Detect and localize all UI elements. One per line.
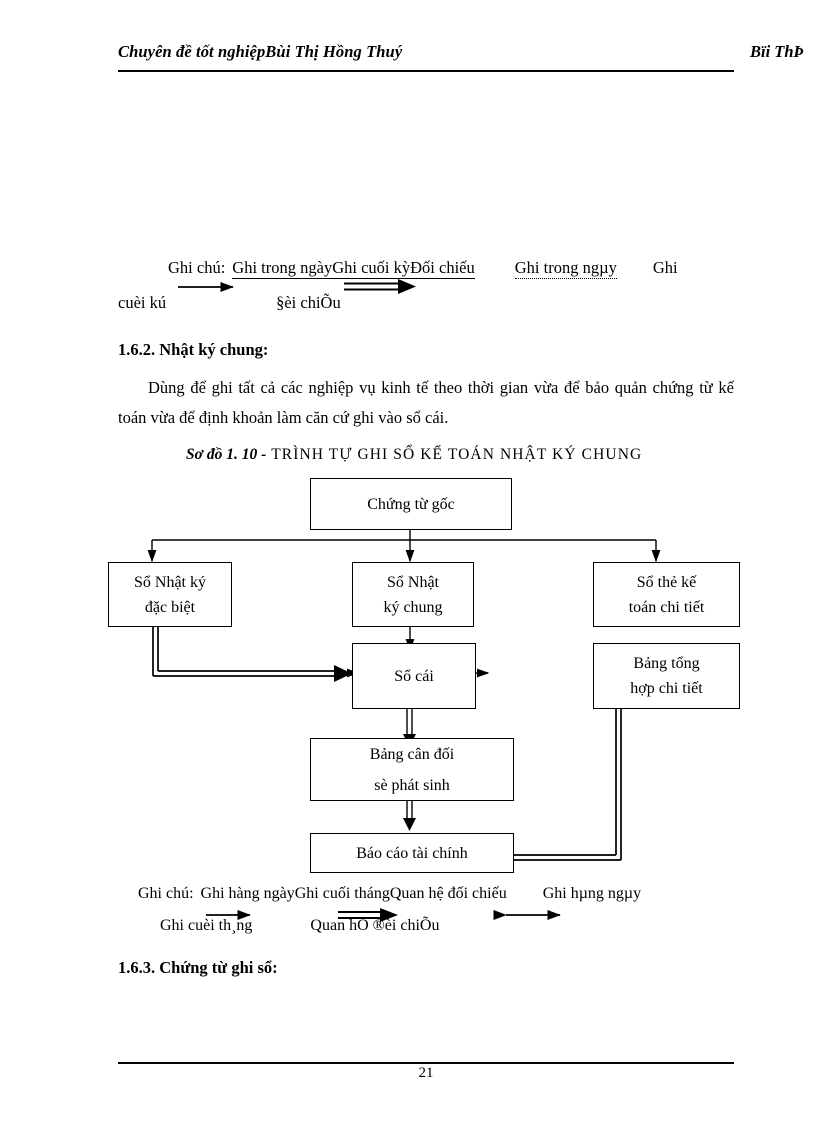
box-bang-can-doi-line1: Bảng cân đối (369, 745, 455, 763)
box-chung-tu-goc-line1: Chứng từ gốc (367, 495, 455, 513)
box-bao-cao-tai-chinh-line1: Báo cáo tài chính (356, 844, 468, 862)
box-bang-tong-hop-chi-tiet[interactable]: Bảng tổng hợp chi tiết (593, 643, 740, 709)
legend-top-line2-b: §èi chiÕu (276, 293, 341, 312)
legend-bottom-line1: Ghi chú: Ghi hàng ngàyGhi cuối thángQuan … (138, 885, 641, 903)
box-so-nhat-ky-dac-biet-line2: đặc biệt (144, 598, 196, 616)
heading-1-6-3: 1.6.3. Chứng từ ghi sổ: (118, 958, 278, 977)
legend-top-item3: Đối chiếu (410, 258, 475, 279)
legend-top-label: Ghi chú: (168, 258, 226, 277)
box-chung-tu-goc[interactable]: Chứng từ gốc (310, 478, 512, 530)
box-so-nhat-ky-chung-line2: ký chung (383, 598, 443, 616)
legend-bottom-line2: Ghi cuèi th¸ng Quan hÖ ®èi chiÕu (160, 917, 439, 935)
box-so-nhat-ky-chung-line1: Sổ Nhật (387, 573, 439, 591)
box-so-nhat-ky-dac-biet-line1: Sổ Nhật ký (134, 573, 206, 591)
box-bang-can-doi[interactable]: Bảng cân đối sè phát sinh (310, 738, 514, 801)
legend-top-line2-a: cuèi kú (118, 293, 167, 312)
legend-bottom-item1: Ghi hàng ngày (200, 885, 295, 902)
legend-bottom-line2-b: Quan hÖ ®èi chiÕu (310, 917, 440, 934)
box-so-cai-line1: Sổ cái (394, 667, 434, 685)
box-so-cai[interactable]: Sổ cái (352, 643, 476, 709)
legend-bottom-item4: Ghi hµng ngµy (542, 885, 642, 902)
legend-top-arrows (178, 279, 416, 294)
heading-1-6-2: 1.6.2. Nhật ký chung: (118, 340, 269, 359)
legend-bottom-arrows (206, 908, 561, 922)
box-so-the-ke-toan-chi-tiet[interactable]: Sổ thẻ kế toán chi tiết (593, 562, 740, 627)
diagram-caption-number: Sơ đồ 1. 10 - (186, 446, 267, 463)
footer-rule (118, 1062, 734, 1064)
legend-bottom-label: Ghi chú: (138, 885, 194, 902)
legend-top-item1: Ghi trong ngày (232, 258, 333, 279)
diagram-caption: Sơ đồ 1. 10 -TRÌNH TỰ GHI SỔ KẾ TOÁN NHẬ… (186, 446, 642, 464)
flowchart-nhat-ky-chung: Chứng từ gốc Sổ Nhật ký đặc biệt Sổ Nhật… (100, 470, 760, 890)
legend-top-item5: Ghi (652, 258, 678, 277)
legend-bottom-item2: Ghi cuối tháng (294, 885, 390, 902)
paragraph-1-6-2: Dùng để ghi tất cả các nghiệp vụ kinh tế… (118, 378, 734, 427)
legend-bottom-item3: Quan hệ đối chiếu (389, 885, 507, 902)
page-header: Chuyên đề tốt nghiệpBùi Thị Hồng Thuý Bï… (118, 42, 816, 76)
box-so-nhat-ky-dac-biet[interactable]: Sổ Nhật ký đặc biệt (108, 562, 232, 627)
header-right-text: Bïi ThÞ (750, 42, 804, 61)
header-left-text: Chuyên đề tốt nghiệpBùi Thị Hồng Thuý (118, 42, 403, 61)
legend-top-line1: Ghi chú: Ghi trong ngàyGhi cuối kỳĐối chi… (168, 258, 678, 279)
box-bang-tong-hop-chi-tiet-line2: hợp chi tiết (630, 680, 703, 697)
box-bang-can-doi-line2: sè phát sinh (374, 776, 450, 794)
legend-top-line2: cuèi kú §èi chiÕu (118, 293, 341, 313)
legend-bottom-line2-a: Ghi cuèi th¸ng (160, 917, 253, 934)
diagram-caption-title: TRÌNH TỰ GHI SỔ KẾ TOÁN NHẬT KÝ CHUNG (271, 446, 643, 463)
legend-top-item4: Ghi trong ngµy (514, 258, 617, 279)
legend-top-item2: Ghi cuối kỳ (332, 258, 411, 279)
box-so-the-ke-toan-chi-tiet-line2: toán chi tiết (628, 598, 705, 616)
header-rule (118, 70, 734, 72)
box-bang-tong-hop-chi-tiet-line1: Bảng tổng (633, 655, 700, 672)
page-number: 21 (418, 1065, 434, 1081)
box-so-the-ke-toan-chi-tiet-line1: Sổ thẻ kế (636, 573, 697, 591)
box-bao-cao-tai-chinh[interactable]: Báo cáo tài chính (310, 833, 514, 873)
box-so-nhat-ky-chung[interactable]: Sổ Nhật ký chung (352, 562, 474, 627)
